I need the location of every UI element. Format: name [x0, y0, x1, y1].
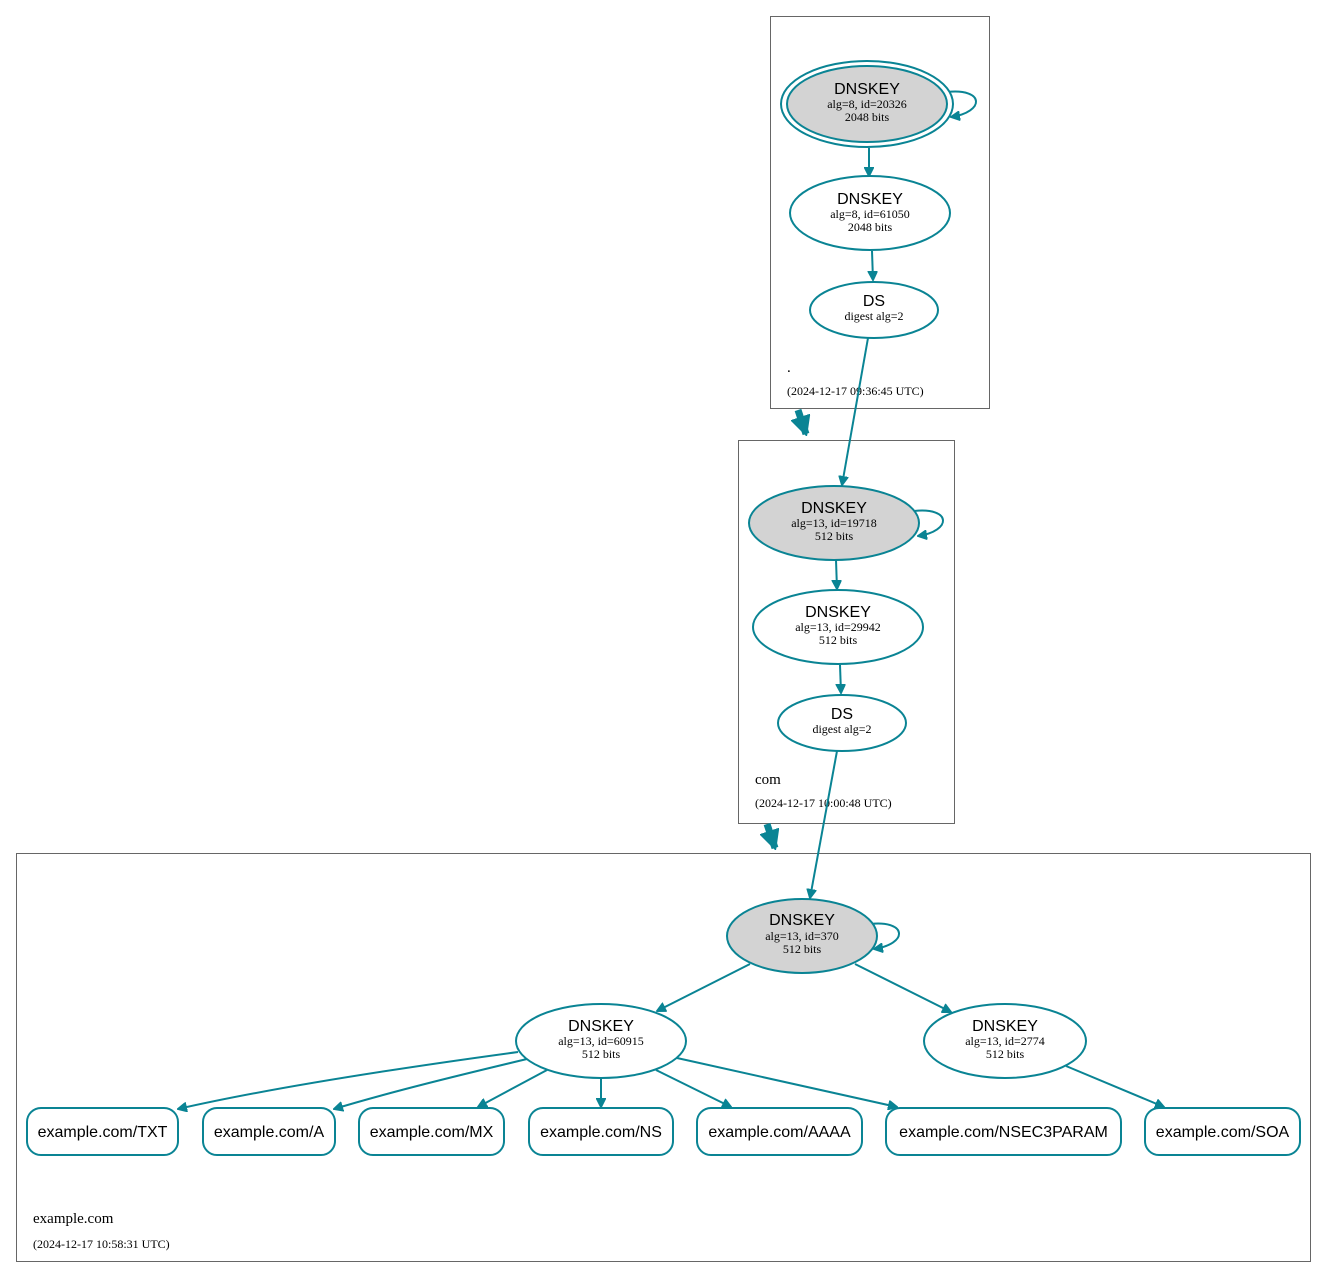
node-com-ksk-alg: alg=13, id=19718 — [791, 516, 877, 530]
node-com-ds-digest: digest alg=2 — [812, 722, 871, 736]
edge-zsk2-soa — [1065, 1065, 1164, 1107]
edge-ex-ksk-self — [869, 922, 900, 949]
edge-ex-ksk-zsk2 — [854, 963, 951, 1012]
zone-box-example-com — [16, 853, 1311, 1262]
node-com-zsk-type: DNSKEY — [805, 604, 871, 621]
rrset-a-label: example.com/A — [214, 1124, 325, 1141]
node-example-zsk2-type: DNSKEY — [972, 1018, 1038, 1035]
edge-com-ksk-zsk — [836, 559, 837, 589]
rrset-ns[interactable]: example.com/NS — [528, 1107, 674, 1156]
node-example-zsk-2774[interactable]: DNSKEY alg=13, id=2774 512 bits — [923, 1003, 1087, 1079]
node-com-ds[interactable]: DS digest alg=2 — [777, 694, 907, 752]
node-root-ds[interactable]: DS digest alg=2 — [809, 281, 939, 339]
edge-root-ksk-self — [946, 90, 977, 117]
rrset-nsec3param-label: example.com/NSEC3PARAM — [899, 1124, 1108, 1141]
delegation-arrow-root-com — [798, 408, 806, 434]
rrset-a[interactable]: example.com/A — [202, 1107, 336, 1156]
node-root-ksk-alg: alg=8, id=20326 — [827, 97, 907, 111]
edge-zsk1-a — [334, 1058, 528, 1109]
node-com-zsk-alg: alg=13, id=29942 — [795, 620, 881, 634]
rrset-aaaa-label: example.com/AAAA — [708, 1124, 851, 1141]
edge-zsk1-txt — [178, 1051, 519, 1109]
node-example-zsk2-bits: 512 bits — [986, 1047, 1025, 1061]
node-com-zsk[interactable]: DNSKEY alg=13, id=29942 512 bits — [752, 589, 924, 665]
zone-timestamp-example-com: (2024-12-17 10:58:31 UTC) — [33, 1237, 170, 1251]
node-root-ksk-bits: 2048 bits — [845, 110, 890, 124]
zone-name-com: com — [755, 772, 781, 788]
node-root-zsk-bits: 2048 bits — [848, 220, 893, 234]
edge-zsk1-aaaa — [655, 1069, 731, 1107]
node-root-ds-type: DS — [863, 293, 885, 310]
node-com-ksk[interactable]: DNSKEY alg=13, id=19718 512 bits — [748, 485, 920, 561]
rrset-txt-label: example.com/TXT — [38, 1124, 168, 1141]
rrset-mx-label: example.com/MX — [370, 1124, 494, 1141]
zone-box-root — [770, 16, 990, 409]
node-example-ksk-alg: alg=13, id=370 — [765, 929, 839, 943]
rrset-txt[interactable]: example.com/TXT — [26, 1107, 179, 1156]
node-example-ksk-bits: 512 bits — [783, 942, 822, 956]
rrset-aaaa[interactable]: example.com/AAAA — [696, 1107, 863, 1156]
edge-root-zsk-ds — [872, 250, 873, 280]
rrset-soa-label: example.com/SOA — [1156, 1124, 1290, 1141]
rrset-soa[interactable]: example.com/SOA — [1144, 1107, 1301, 1156]
node-root-ksk-type: DNSKEY — [834, 81, 900, 98]
node-example-ksk[interactable]: DNSKEY alg=13, id=370 512 bits — [726, 898, 878, 974]
edge-ex-ksk-zsk1 — [657, 963, 751, 1011]
edge-com-ksk-self — [913, 509, 944, 536]
node-com-ksk-type: DNSKEY — [801, 500, 867, 517]
delegation-arrow-com-example — [767, 822, 775, 848]
node-root-zsk[interactable]: DNSKEY alg=8, id=61050 2048 bits — [789, 175, 951, 251]
zone-timestamp-com: (2024-12-17 10:00:48 UTC) — [755, 796, 892, 810]
edge-zsk1-nsec3param — [676, 1057, 897, 1107]
rrset-ns-label: example.com/NS — [540, 1124, 662, 1141]
node-root-zsk-alg: alg=8, id=61050 — [830, 207, 910, 221]
node-example-zsk1-type: DNSKEY — [568, 1018, 634, 1035]
node-root-ksk[interactable]: DNSKEY alg=8, id=20326 2048 bits — [780, 60, 954, 148]
rrset-mx[interactable]: example.com/MX — [358, 1107, 505, 1156]
node-example-ksk-type: DNSKEY — [769, 912, 835, 929]
node-com-ksk-bits: 512 bits — [815, 529, 854, 543]
node-root-ds-digest: digest alg=2 — [844, 309, 903, 323]
edge-root-ds-com-ksk — [842, 337, 869, 485]
edge-com-ds-ex-ksk — [810, 750, 838, 898]
node-com-zsk-bits: 512 bits — [819, 633, 858, 647]
node-example-zsk2-alg: alg=13, id=2774 — [965, 1034, 1045, 1048]
zone-timestamp-root: (2024-12-17 09:36:45 UTC) — [787, 384, 924, 398]
node-example-zsk-60915[interactable]: DNSKEY alg=13, id=60915 512 bits — [515, 1003, 687, 1079]
node-example-zsk1-alg: alg=13, id=60915 — [558, 1034, 644, 1048]
edge-com-zsk-ds — [840, 664, 841, 693]
node-com-ds-type: DS — [831, 706, 853, 723]
node-root-zsk-type: DNSKEY — [837, 191, 903, 208]
zone-name-example-com: example.com — [33, 1211, 114, 1227]
zone-box-com — [738, 440, 955, 824]
node-example-zsk1-bits: 512 bits — [582, 1047, 621, 1061]
edge-zsk1-mx — [478, 1069, 548, 1107]
zone-name-root: . — [787, 360, 791, 376]
rrset-nsec3param[interactable]: example.com/NSEC3PARAM — [885, 1107, 1122, 1156]
